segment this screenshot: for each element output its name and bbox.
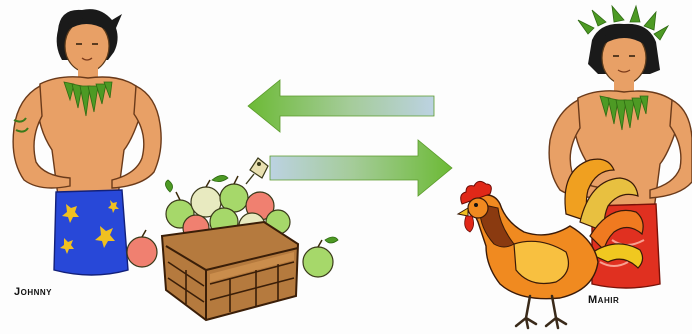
person-left-icon bbox=[13, 9, 161, 275]
person-left-name: Johnny bbox=[14, 286, 52, 298]
person-right-name: Mahir bbox=[588, 294, 619, 306]
fruit-crate-icon bbox=[127, 158, 338, 320]
arrow-right-icon bbox=[270, 140, 452, 196]
arrow-left-icon bbox=[248, 80, 434, 132]
